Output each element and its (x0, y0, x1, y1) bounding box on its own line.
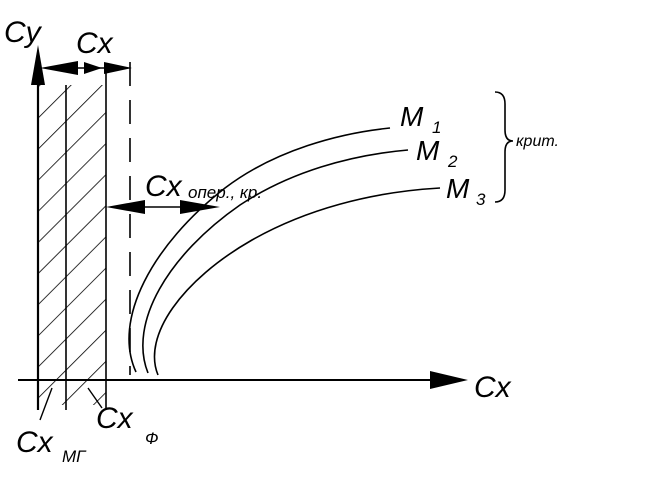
m1-label-sub: 1 (432, 118, 441, 137)
mg-label: Cx (16, 426, 54, 459)
m1-label: M (400, 101, 424, 132)
oper-label: Cx (145, 170, 183, 203)
x-axis-arrow (430, 371, 468, 389)
curve-m2 (142, 149, 409, 374)
hatched-band-left (38, 85, 66, 405)
y-axis-label: Cy (4, 16, 43, 49)
m2-label: M (416, 135, 440, 166)
top-width-arrow-right (104, 62, 132, 74)
m3-label-sub: 3 (476, 190, 486, 209)
m3-label: M (446, 173, 470, 204)
top-width-arrow-mid (84, 62, 102, 74)
oper-label-sub: опер., кр. (188, 183, 262, 202)
oper-arrow-right (180, 200, 220, 214)
hatched-band-right (66, 85, 106, 405)
f-leader-line (87, 387, 103, 409)
f-label-sub: Ф (145, 429, 159, 448)
curly-brace (494, 91, 514, 203)
y-axis-arrow (31, 45, 45, 85)
curve-m3 (153, 187, 441, 376)
mg-label-sub: МГ (62, 447, 87, 466)
mg-leader-line (39, 387, 53, 421)
x-axis-label: Cx (474, 371, 512, 404)
f-label: Cx (96, 402, 134, 435)
m2-label-sub: 2 (447, 152, 458, 171)
top-width-arrow-left (40, 61, 78, 75)
oper-arrow-left (106, 200, 145, 214)
curve-m1 (128, 127, 391, 373)
top-width-label: Cx (76, 27, 114, 60)
brace-note: крит. (516, 133, 559, 150)
